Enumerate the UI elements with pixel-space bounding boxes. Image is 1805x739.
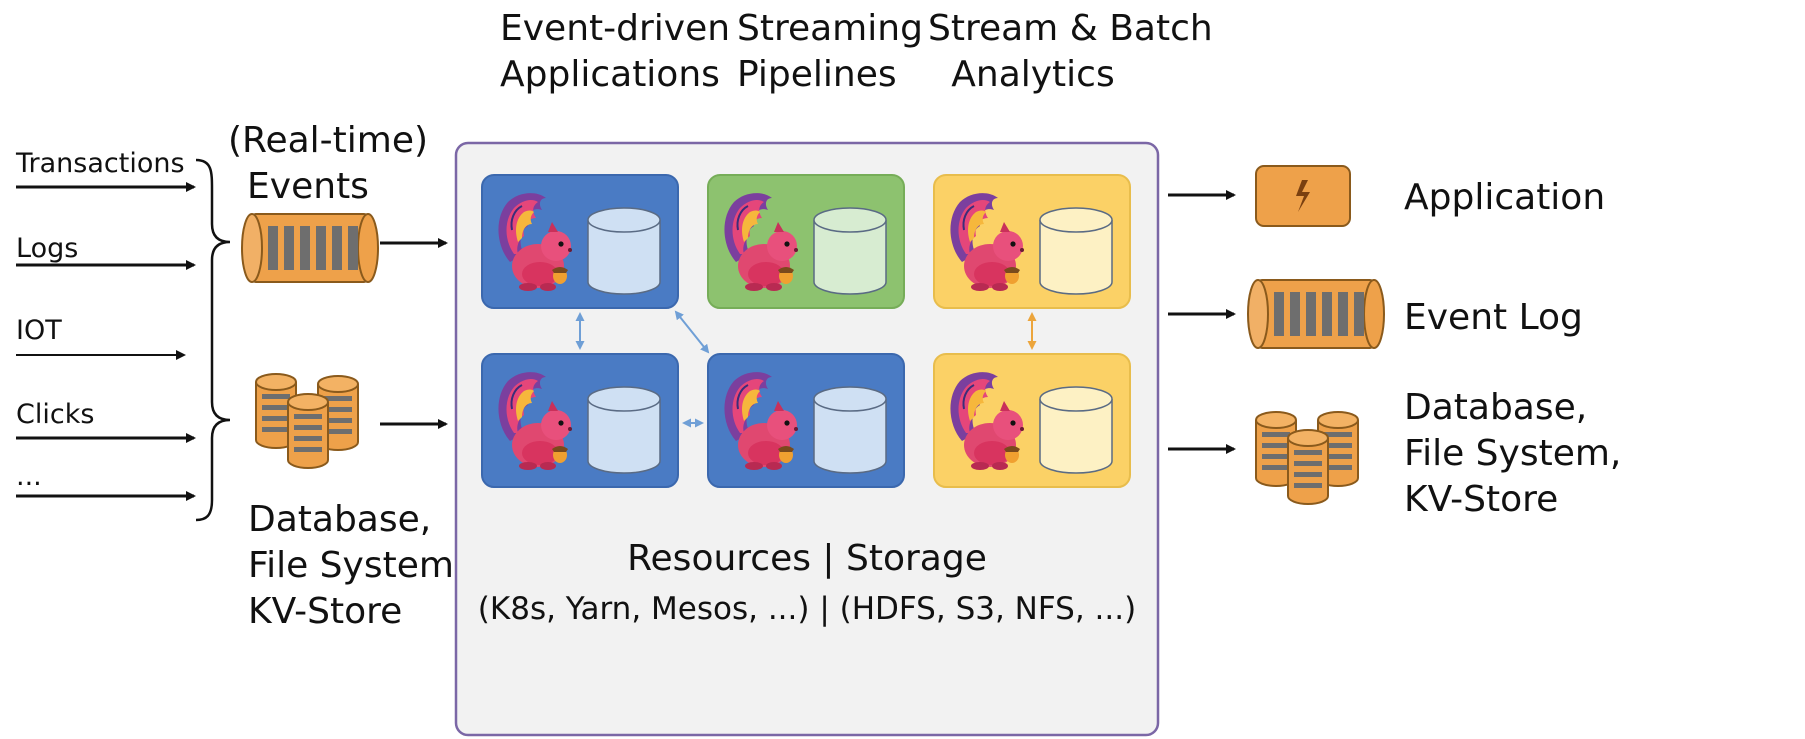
output-application-label: Application (1404, 177, 1606, 218)
events-label-line2: Events (247, 166, 369, 207)
state-database-icon (813, 386, 887, 474)
left-storage-line3: KV-Store (248, 591, 403, 632)
database-icon (255, 373, 359, 469)
state-database-icon (813, 207, 887, 295)
event-log-icon (241, 213, 379, 283)
cluster-resources-detail: (K8s, Yarn, Mesos, ...) | (HDFS, S3, NFS… (477, 591, 1137, 627)
application-output-icon (1255, 165, 1351, 227)
app-tile-streaming-1 (707, 174, 905, 309)
output-storage-line3: KV-Store (1404, 479, 1559, 520)
output-storage-line1: Database, (1404, 387, 1588, 428)
source-arrows (16, 182, 196, 501)
left-storage-line1: Database, (248, 499, 432, 540)
left-storage-label: Database, File System, KV-Store (248, 497, 465, 635)
state-database-icon (1039, 207, 1113, 295)
events-label: (Real-time) Events (228, 118, 428, 210)
output-storage-label: Database, File System, KV-Store (1404, 385, 1621, 523)
header-streaming-line2: Pipelines (737, 54, 897, 95)
source-logs: Logs (16, 233, 79, 264)
state-database-icon (587, 386, 661, 474)
output-storage-line2: File System, (1404, 433, 1622, 474)
header-analytics-line2: Analytics (951, 54, 1115, 95)
event-log-output-icon (1247, 279, 1385, 349)
state-database-icon (1039, 386, 1113, 474)
source-clicks: Clicks (16, 399, 95, 430)
output-event-log-label: Event Log (1404, 297, 1583, 338)
source-iot: IOT (16, 315, 62, 346)
database-output-icon (1255, 411, 1359, 505)
curly-brace (195, 158, 231, 522)
lightning-icon (1296, 180, 1310, 212)
app-tile-event-driven-2 (481, 353, 679, 488)
app-tile-event-driven-1 (481, 174, 679, 309)
app-tile-analytics-2 (933, 353, 1131, 488)
source-transactions: Transactions (16, 148, 185, 179)
state-database-icon (587, 207, 661, 295)
tile-links (575, 310, 1037, 428)
app-tile-analytics-1 (933, 174, 1131, 309)
app-tile-event-driven-3 (707, 353, 905, 488)
left-storage-line2: File System, (248, 545, 466, 586)
cluster-resources-line: Resources | Storage (627, 538, 987, 579)
source-more: ... (16, 461, 42, 492)
